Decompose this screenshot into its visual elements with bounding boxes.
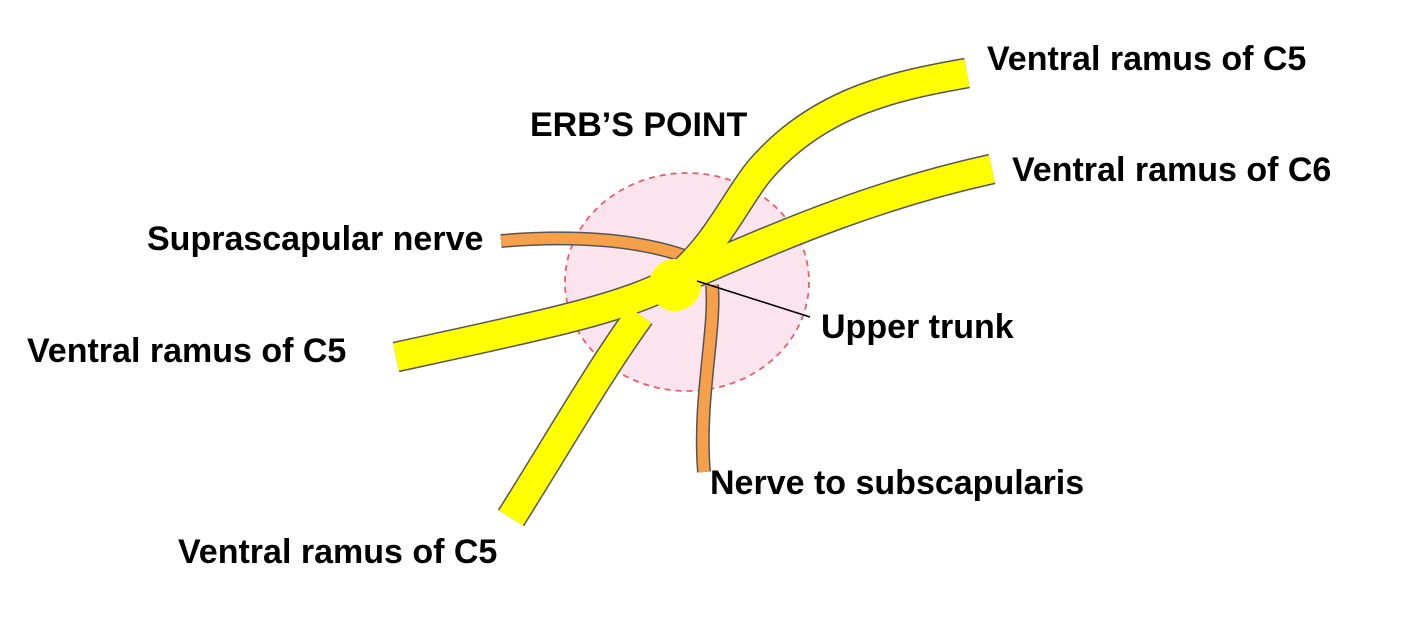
label-suprascapular-nerve: Suprascapular nerve: [147, 220, 484, 258]
label-ventral-ramus-c5-top: Ventral ramus of C5: [987, 40, 1307, 78]
ventral-ramus-c5-top: [661, 59, 970, 295]
diagram-title: ERB’S POINT: [530, 106, 748, 144]
label-ventral-ramus-c6: Ventral ramus of C6: [1012, 151, 1332, 189]
upper-trunk-junction: [649, 259, 701, 311]
ventral-ramus-c5-left: [393, 270, 677, 371]
ventral-ramus-c6: [664, 155, 995, 296]
upper-trunk-leader: [696, 280, 811, 318]
label-nerve-to-subscapularis: Nerve to subscapularis: [710, 464, 1085, 502]
label-ventral-ramus-c5-bottom: Ventral ramus of C5: [178, 533, 498, 571]
label-upper-trunk: Upper trunk: [821, 308, 1014, 346]
label-ventral-ramus-c5-left: Ventral ramus of C5: [27, 332, 347, 370]
ventral-ramus-c5-bottom: [499, 306, 652, 526]
nerve-trunks: [392, 57, 996, 527]
